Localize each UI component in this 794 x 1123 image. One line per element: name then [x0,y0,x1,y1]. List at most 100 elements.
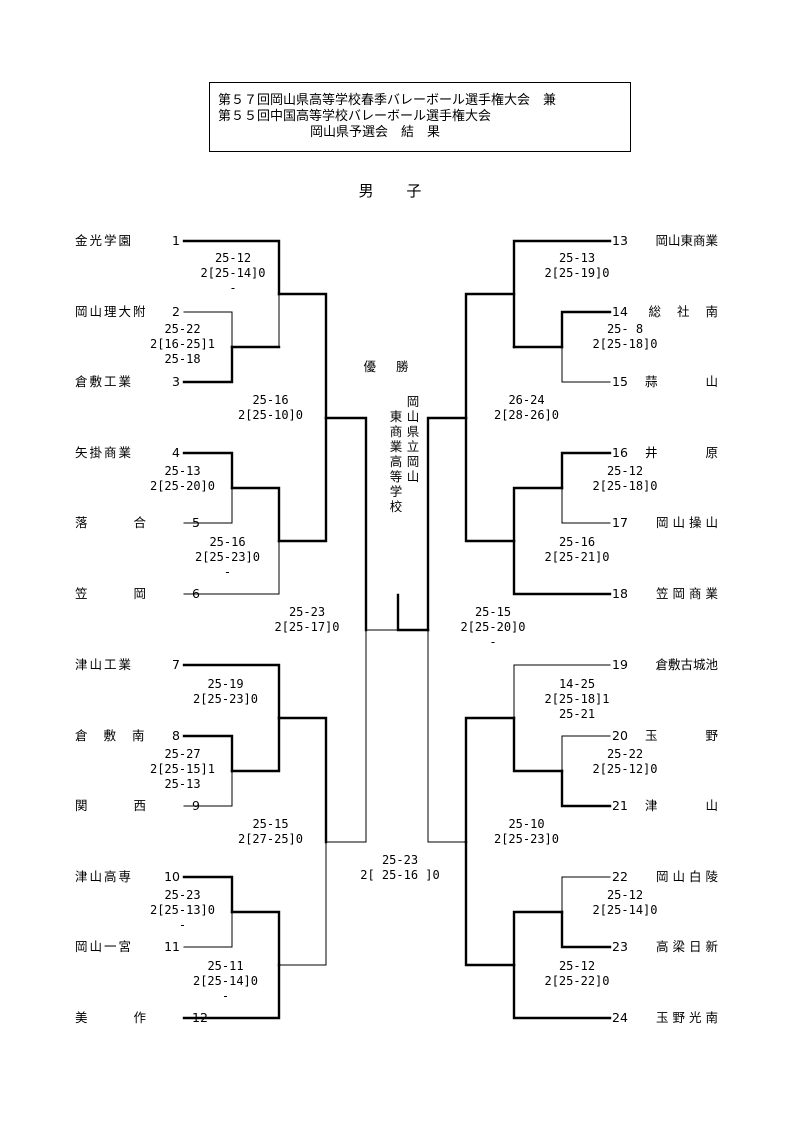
team-left-10: 津山高専 10 [75,869,180,885]
team-name: 津山工業 [75,657,134,672]
team-name: 関西 [75,798,193,813]
team-seed: 21 [612,798,628,813]
team-name: 津山高専 [75,869,134,884]
team-seed: 1 [172,233,180,248]
team-name: 倉敷南 [75,728,161,743]
team-right-13: 13 岡山東商業 [612,233,718,249]
team-seed: 14 [612,304,628,319]
team-name: 金光学園 [75,233,134,248]
team-seed: 17 [612,515,628,530]
team-seed: 24 [612,1010,628,1025]
team-seed: 23 [612,939,628,954]
team-seed: 2 [172,304,180,319]
team-left-3: 倉敷工業 3 [75,374,180,390]
team-seed: 4 [172,445,180,460]
title-line-2: 第５５回中国高等学校バレーボール選手権大会 [218,109,492,124]
team-seed: 11 [164,939,180,954]
team-name: 玉野光南 [655,1010,722,1025]
team-name: 津山 [644,798,766,813]
team-left-8: 倉敷南 8 [75,728,180,744]
team-seed: 12 [192,1010,208,1025]
champion-name-col-right: 岡山県立岡山 [406,394,420,484]
team-name: 岡山理大附 [75,304,148,319]
team-left-7: 津山工業 7 [75,657,180,673]
champion-name-col-left: 東商業高等学校 [389,409,403,514]
team-name: 笠岡商業 [655,586,722,601]
team-right-19: 19 倉敷古城池 [612,657,718,673]
bracket-lines-left [182,239,399,1020]
team-name: 蒜山 [644,374,766,389]
team-name: 玉野 [644,728,766,743]
division-heading: 男 子 [358,182,436,200]
champion-label: 優 勝 [363,359,417,374]
team-seed: 20 [612,728,628,743]
team-left-4: 矢掛商業 4 [75,445,180,461]
team-name: 岡山一宮 [75,939,134,954]
team-name: 倉敷古城池 [655,657,718,672]
team-name: 高梁日新 [655,939,722,954]
team-name: 岡山白陵 [655,869,722,884]
team-left-2: 岡山理大附 2 [75,304,180,320]
team-name: 井原 [644,445,766,460]
team-seed: 8 [172,728,180,743]
team-seed: 15 [612,374,628,389]
title-line-1: 第５７回岡山県高等学校春季バレーボール選手権大会 兼 [218,93,557,108]
team-seed: 18 [612,586,628,601]
team-name: 岡山東商業 [655,233,718,248]
team-seed: 13 [612,233,628,248]
title-box: 第５７回岡山県高等学校春季バレーボール選手権大会 兼 第５５回中国高等学校バレー… [209,82,631,152]
team-seed: 7 [172,657,180,672]
team-seed: 16 [612,445,628,460]
team-seed: 22 [612,869,628,884]
team-name: 笠岡 [75,586,193,601]
bracket-lines-right [396,239,612,1020]
team-left-11: 岡山一宮 11 [75,939,180,955]
team-name: 岡山操山 [655,515,722,530]
team-left-1: 金光学園 1 [75,233,180,249]
team-seed: 19 [612,657,628,672]
team-seed: 10 [164,869,180,884]
team-name: 倉敷工業 [75,374,134,389]
team-seed: 3 [172,374,180,389]
team-name: 美作 [75,1010,193,1025]
title-line-3: 岡山県予選会 結 果 [310,125,441,140]
team-seed: 5 [192,515,200,530]
team-name: 落合 [75,515,193,530]
team-name: 矢掛商業 [75,445,134,460]
